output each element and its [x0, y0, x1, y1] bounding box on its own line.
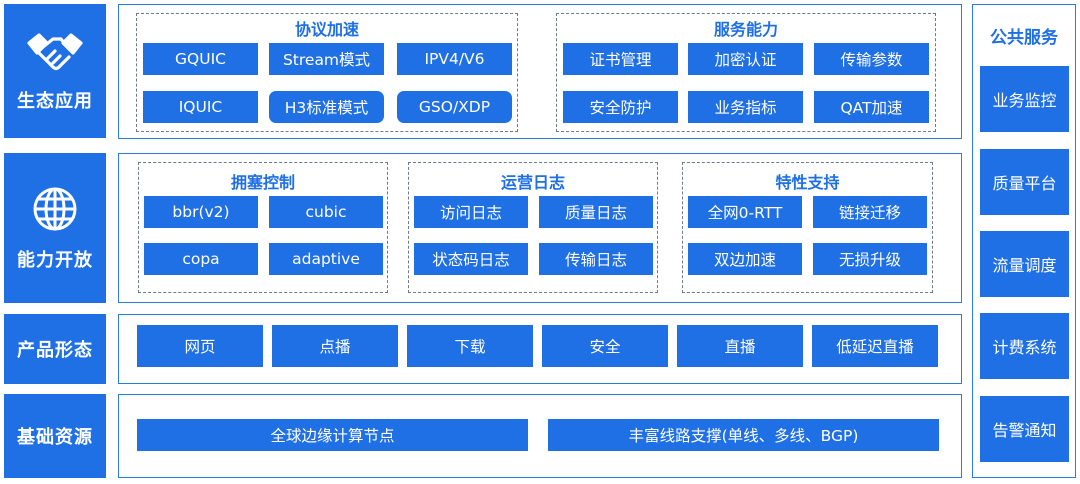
item-connection-migration: 链接迁移: [813, 196, 927, 228]
item-gquic: GQUIC: [143, 43, 258, 75]
service-alert-notification: 告警通知: [980, 396, 1069, 462]
row-label-infrastructure: 基础资源: [4, 394, 106, 478]
item-transport-log: 传输日志: [539, 243, 653, 275]
item-certificate-management: 证书管理: [563, 43, 678, 75]
globe-icon: [30, 184, 80, 234]
row-label-text: 产品形态: [17, 340, 93, 361]
group-title: 协议加速: [294, 20, 359, 39]
group-protocol-acceleration: 协议加速 GQUIC Stream模式 IPV4/V6 IQUIC H3标准模式…: [136, 13, 518, 132]
resource-edge-nodes: 全球边缘计算节点: [137, 419, 528, 451]
service-traffic-scheduling: 流量调度: [980, 231, 1069, 297]
service-quality-platform: 质量平台: [980, 149, 1069, 215]
item-access-log: 访问日志: [414, 196, 528, 228]
product-vod: 点播: [272, 325, 398, 367]
item-transport-params: 传输参数: [814, 43, 929, 75]
product-low-latency-live: 低延迟直播: [812, 325, 938, 367]
group-title: 服务能力: [713, 20, 778, 39]
item-cubic: cubic: [269, 196, 383, 228]
item-security-protection: 安全防护: [563, 91, 678, 123]
item-copa: copa: [144, 243, 258, 275]
resource-lines: 丰富线路支撑(单线、多线、BGP): [548, 419, 939, 451]
item-adaptive: adaptive: [269, 243, 383, 275]
item-encryption-auth: 加密认证: [688, 43, 803, 75]
row-label-capability: 能力开放: [4, 153, 106, 303]
item-quality-log: 质量日志: [539, 196, 653, 228]
row-label-text: 基础资源: [17, 427, 93, 448]
group-title: 运营日志: [500, 173, 565, 192]
group-title: 特性支持: [775, 173, 840, 192]
public-services-panel: 公共服务 业务监控 质量平台 流量调度 计费系统 告警通知: [972, 4, 1076, 478]
group-feature-support: 特性支持 全网0-RTT 链接迁移 双边加速 无损升级: [682, 162, 933, 293]
product-download: 下载: [407, 325, 533, 367]
product-webpage: 网页: [137, 325, 263, 367]
row-label-text: 生态应用: [17, 91, 93, 112]
row-label-ecosystem: 生态应用: [4, 4, 106, 138]
product-live: 直播: [677, 325, 803, 367]
item-iquic: IQUIC: [143, 91, 258, 123]
public-services-title: 公共服务: [990, 28, 1058, 48]
item-zero-rtt: 全网0-RTT: [688, 196, 802, 228]
group-title: 拥塞控制: [230, 173, 295, 192]
item-bilateral-acceleration: 双边加速: [688, 243, 802, 275]
item-bbr-v2: bbr(v2): [144, 196, 258, 228]
service-billing-system: 计费系统: [980, 313, 1069, 379]
service-business-monitoring: 业务监控: [980, 66, 1069, 132]
item-stream-mode: Stream模式: [269, 43, 384, 75]
handshake-icon: [25, 29, 85, 79]
item-ipv4-v6: IPV4/V6: [397, 43, 512, 75]
item-gso-xdp: GSO/XDP: [397, 91, 512, 123]
item-h3-standard-mode: H3标准模式: [269, 91, 384, 123]
item-lossless-upgrade: 无损升级: [813, 243, 927, 275]
group-service-capability: 服务能力 证书管理 加密认证 传输参数 安全防护 业务指标 QAT加速: [556, 13, 936, 132]
item-status-code-log: 状态码日志: [414, 243, 528, 275]
row-label-text: 能力开放: [17, 250, 93, 271]
item-business-metrics: 业务指标: [688, 91, 803, 123]
row-label-product: 产品形态: [4, 314, 106, 384]
item-qat-acceleration: QAT加速: [814, 91, 929, 123]
group-operation-logs: 运营日志 访问日志 质量日志 状态码日志 传输日志: [408, 162, 658, 293]
group-congestion-control: 拥塞控制 bbr(v2) cubic copa adaptive: [138, 162, 388, 293]
product-security: 安全: [542, 325, 668, 367]
